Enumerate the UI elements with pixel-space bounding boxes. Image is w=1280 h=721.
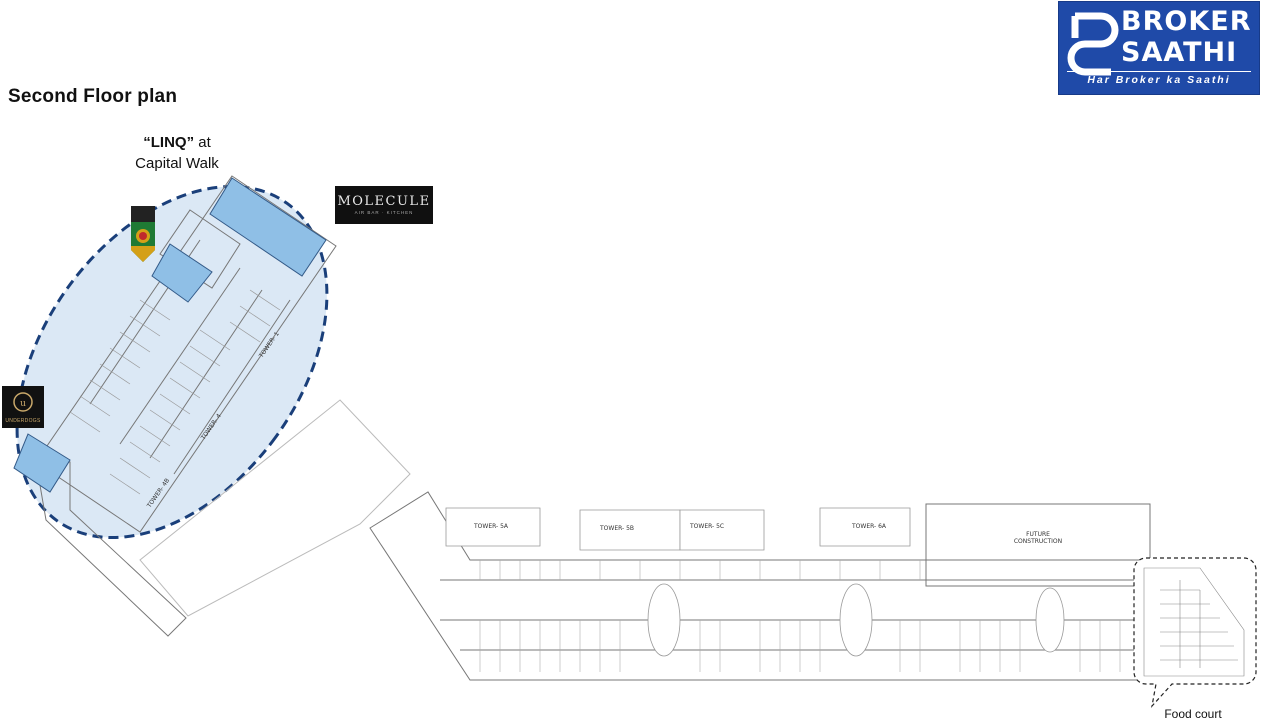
- linq-highlighted-units: [13, 177, 327, 493]
- tower-label: TOWER- 6A: [851, 523, 887, 530]
- logo-mark-icon: [1067, 12, 1119, 76]
- food-court-plan: [1143, 567, 1245, 677]
- tower-label: TOWER- 5B: [599, 525, 634, 532]
- logo-line2: SAATHI: [1121, 37, 1238, 68]
- underdogs-logo-icon: u: [13, 392, 33, 412]
- tower-label: TOWER- 5C: [689, 523, 724, 530]
- linq-wing: [35, 175, 337, 637]
- broker-saathi-logo: BROKER SAATHI Har Broker ka Saathi: [1058, 1, 1260, 95]
- linq-unit-grid: [69, 289, 281, 495]
- open-area-outline: [139, 399, 411, 617]
- linq-label: “LINQ” at Capital Walk: [112, 132, 242, 174]
- molecule-brand-sub: AIR BAR · KITCHEN: [354, 210, 414, 215]
- tower-cutouts: [445, 507, 911, 551]
- food-court-label: Food court: [1164, 707, 1222, 721]
- main-mall-block: [369, 491, 1161, 681]
- main-unit-grid: [479, 560, 1121, 672]
- underdogs-brand-badge: u UNDERDOGS: [2, 386, 44, 428]
- future-construction-line1: FUTURE: [1026, 531, 1050, 538]
- atrium-voids: [647, 583, 1065, 657]
- page-title: Second Floor plan: [8, 86, 178, 107]
- underdogs-brand-name: UNDERDOGS: [5, 418, 41, 424]
- logo-tagline: Har Broker ka Saathi: [1087, 74, 1231, 86]
- linq-name: “LINQ”: [143, 134, 195, 151]
- linq-suffix: at: [194, 134, 211, 151]
- logo-line1: BROKER: [1121, 6, 1252, 37]
- molecule-brand-badge: MOLECULE AIR BAR · KITCHEN: [335, 186, 433, 224]
- linq-location: Capital Walk: [135, 155, 219, 172]
- raasta-logo-icon: [131, 206, 155, 262]
- tower-label: TOWER- 5A: [473, 523, 509, 530]
- svg-text:u: u: [20, 399, 26, 409]
- logo-divider: [1067, 71, 1251, 72]
- future-construction-line2: CONSTRUCTION: [1014, 538, 1062, 545]
- linq-highlight-oval: [15, 184, 329, 540]
- molecule-brand-name: MOLECULE: [337, 194, 431, 209]
